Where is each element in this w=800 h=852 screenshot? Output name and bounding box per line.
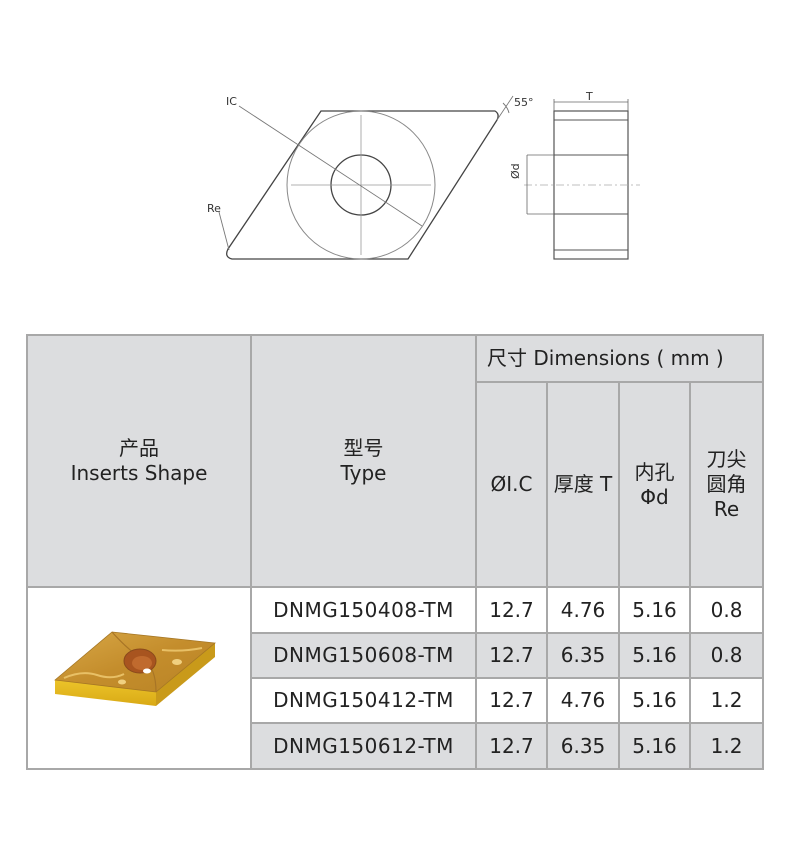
table-row: DNMG150608-TM 12.7 6.35 5.16 0.8 <box>27 632 765 679</box>
hole-cell: 5.16 <box>618 677 691 724</box>
header-radius-cn-2: 圆角 <box>706 472 747 496</box>
hole-cell: 5.16 <box>618 586 691 634</box>
header-hole: 内孔 Φd <box>618 381 691 588</box>
radius-cell: 0.8 <box>688 586 765 634</box>
header-type: 型号 Type <box>250 334 477 588</box>
thickness-label: T <box>586 90 593 103</box>
radius-cell: 1.2 <box>688 677 765 724</box>
header-row-1: 产品 Inserts Shape 型号 Type 尺寸 Dimensions (… <box>26 334 765 588</box>
thickness-cell: 4.76 <box>546 677 620 724</box>
header-ic: ØI.C <box>475 381 548 588</box>
angle-label: 55° <box>514 96 534 109</box>
header-inserts-shape: 产品 Inserts Shape <box>26 334 252 588</box>
header-shape-en: Inserts Shape <box>70 461 208 485</box>
radius-cell: 0.8 <box>688 632 765 679</box>
type-cell: DNMG150408-TM <box>250 586 477 634</box>
thickness-cell: 6.35 <box>546 632 620 679</box>
header-hole-cn: 内孔 <box>634 459 675 484</box>
header-thickness: 厚度 T <box>546 381 620 588</box>
thickness-cell: 6.35 <box>546 722 620 770</box>
header-shape-cn: 产品 <box>119 436 159 460</box>
ic-label: IC <box>226 95 237 108</box>
insert-photo-icon <box>54 631 216 706</box>
ic-cell: 12.7 <box>475 677 548 724</box>
table-row: DNMG150408-TM 12.7 4.76 5.16 0.8 <box>26 586 765 770</box>
hole-diameter-label: Ød <box>509 163 522 179</box>
type-cell: DNMG150412-TM <box>250 677 477 724</box>
hole-cell: 5.16 <box>618 722 691 770</box>
insert-image-cell <box>26 586 252 770</box>
radius-cell: 1.2 <box>688 722 765 770</box>
thickness-cell: 4.76 <box>546 586 620 634</box>
ic-cell: 12.7 <box>475 632 548 679</box>
header-radius-cn-1: 刀尖 <box>706 447 747 471</box>
header-row-2: ØI.C 厚度 T 内孔 Φd 刀尖 圆角 Re <box>27 381 765 588</box>
type-cell: DNMG150612-TM <box>250 722 477 770</box>
header-radius: 刀尖 圆角 Re <box>688 381 765 588</box>
table-row: DNMG150412-TM 12.7 4.76 5.16 1.2 <box>27 677 765 724</box>
header-type-cn: 型号 <box>343 436 384 460</box>
insert-diagram-icon <box>218 95 640 260</box>
table-row: DNMG150612-TM 12.7 6.35 5.16 1.2 <box>27 722 765 770</box>
header-radius-sym: Re <box>713 497 740 521</box>
re-label: Re <box>207 202 221 215</box>
hole-cell: 5.16 <box>618 632 691 679</box>
header-dimensions: 尺寸 Dimensions ( mm ) <box>474 334 765 383</box>
header-hole-sym: Φd <box>640 484 669 509</box>
type-cell: DNMG150608-TM <box>250 632 477 679</box>
header-type-en: Type <box>340 461 387 485</box>
technical-drawing: IC Re 55° T Ød <box>0 0 800 300</box>
ic-cell: 12.7 <box>475 722 548 770</box>
ic-cell: 12.7 <box>475 586 548 634</box>
spec-table: 产品 Inserts Shape 型号 Type 尺寸 Dimensions (… <box>26 334 765 770</box>
